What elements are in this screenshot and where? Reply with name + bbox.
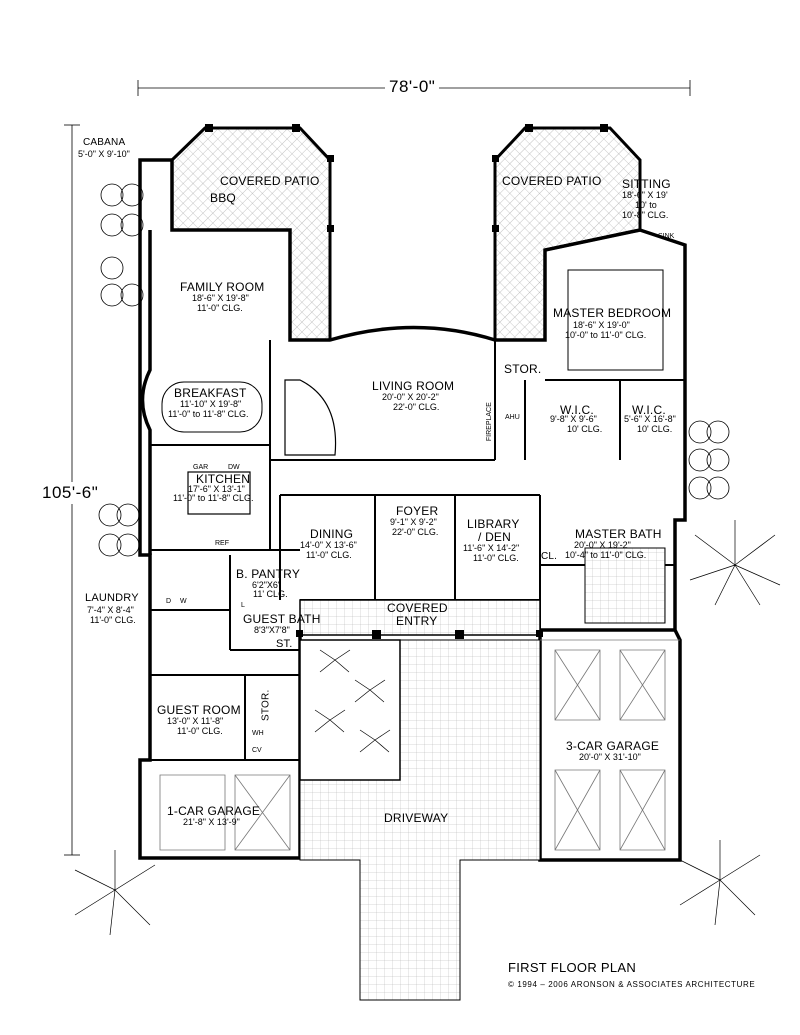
room-name-bbq: BBQ bbox=[210, 191, 236, 205]
fixture-gar: GAR bbox=[193, 464, 209, 471]
master-bath-floor bbox=[584, 547, 666, 624]
room-name-sitting: SITTING bbox=[622, 177, 671, 191]
room-dims-cabana: 5'-0" X 9'-10" bbox=[78, 149, 130, 159]
room-name-living-room: LIVING ROOM bbox=[372, 379, 455, 393]
room-clg-laundry: 11'-0" CLG. bbox=[90, 615, 136, 625]
room-name-covered-entry-2: ENTRY bbox=[396, 614, 438, 628]
fixture-sink: SINK bbox=[658, 233, 675, 240]
room-dims-wic-1: 9'-8" X 9'-6" bbox=[550, 414, 597, 424]
plan-title: FIRST FLOOR PLAN bbox=[508, 960, 637, 975]
room-clg-library: 11'-0" CLG. bbox=[473, 553, 519, 563]
fixture-cv: CV bbox=[252, 747, 262, 754]
fixture-dw: DW bbox=[228, 464, 240, 471]
room-name-cl: CL. bbox=[541, 551, 558, 562]
room-clg-foyer: 22'-0" CLG. bbox=[392, 527, 439, 537]
room-clg-wic-1: 10' CLG. bbox=[567, 424, 603, 434]
room-name-stor-master: STOR. bbox=[504, 362, 542, 376]
shrubs-right bbox=[688, 420, 730, 500]
shrubs-left bbox=[98, 183, 144, 557]
fixture-linen: L bbox=[241, 602, 245, 609]
master-bedroom-rug bbox=[567, 269, 664, 371]
garage-1-bays bbox=[159, 774, 291, 851]
room-name-kitchen: KITCHEN bbox=[196, 472, 251, 486]
room-dims-1-car-garage: 21'-8" X 13'-9" bbox=[183, 817, 240, 827]
room-clg-sitting-1: 10' to bbox=[635, 200, 657, 210]
room-name-guest-bath: GUEST BATH bbox=[243, 612, 321, 626]
room-dims-family-room: 18'-6" X 19'-8" bbox=[192, 293, 249, 303]
room-name-dining: DINING bbox=[310, 527, 354, 541]
room-clg-living-room: 22'-0" CLG. bbox=[393, 402, 440, 412]
room-clg-master-bedroom: 10'-0" to 11'-0" CLG. bbox=[565, 330, 647, 340]
interior-walls bbox=[150, 340, 685, 761]
breakfast-table bbox=[161, 381, 263, 433]
room-name-covered-patio-right: COVERED PATIO bbox=[502, 174, 602, 188]
room-name-breakfast: BREAKFAST bbox=[174, 386, 247, 400]
room-name-covered-entry: COVERED bbox=[387, 601, 448, 615]
room-clg-dining: 11'-0" CLG. bbox=[306, 550, 352, 560]
room-clg-family-room: 11'-0" CLG. bbox=[197, 303, 243, 313]
room-name-library-2: / DEN bbox=[478, 530, 512, 544]
room-name-library: LIBRARY bbox=[467, 517, 520, 531]
room-clg-kitchen: 11'-0" to 11'-8" CLG. bbox=[173, 493, 254, 503]
fixture-ahu: AHU bbox=[505, 414, 520, 421]
room-clg-b-pantry: 11' CLG. bbox=[253, 589, 288, 599]
room-name-master-bath: MASTER BATH bbox=[575, 527, 662, 541]
covered-patio-left bbox=[170, 126, 332, 342]
room-name-master-bedroom: MASTER BEDROOM bbox=[553, 306, 672, 320]
room-name-stor-guest: STOR. bbox=[260, 689, 272, 721]
room-dims-foyer: 9'-1" X 9'-2" bbox=[390, 517, 437, 527]
room-dims-laundry: 7'-4" X 8'-4" bbox=[87, 605, 134, 615]
room-dims-dining: 14'-0" X 13'-6" bbox=[300, 540, 357, 550]
room-dims-3-car-garage: 20'-0" X 31'-10" bbox=[579, 752, 641, 762]
room-clg-breakfast: 11'-0" to 11'-8" CLG. bbox=[168, 409, 249, 419]
kitchen-island bbox=[187, 471, 251, 515]
room-dims-living-room: 20'-0" X 20'-2" bbox=[382, 392, 439, 402]
room-name-laundry: LAUNDRY bbox=[85, 592, 139, 604]
room-dims-breakfast: 11'-10" X 19'-8" bbox=[180, 399, 242, 409]
courtyard-planter bbox=[299, 639, 401, 781]
room-dims-wic-2: 5'-6" X 16'-8" bbox=[624, 414, 676, 424]
overall-depth-label: 105'-6" bbox=[42, 482, 99, 504]
room-name-guest-room: GUEST ROOM bbox=[157, 703, 241, 717]
stair bbox=[284, 379, 337, 456]
room-name-wic-1: W.I.C. bbox=[560, 403, 594, 417]
room-dims-library: 11'-6" X 14'-2" bbox=[463, 543, 520, 553]
room-name-covered-patio-left: COVERED PATIO bbox=[220, 174, 320, 188]
room-name-b-pantry: B. PANTRY bbox=[236, 567, 301, 581]
room-name-driveway: DRIVEWAY bbox=[384, 811, 449, 825]
room-clg-guest-room: 11'-0" CLG. bbox=[177, 726, 223, 736]
room-name-st: ST. bbox=[276, 638, 293, 650]
room-name-cabana: CABANA bbox=[83, 137, 126, 148]
fixture-fireplace: FIREPLACE bbox=[485, 402, 493, 442]
columns bbox=[205, 124, 608, 639]
room-clg-wic-2: 10' CLG. bbox=[637, 424, 673, 434]
room-dims-master-bath: 20'-0" X 19'-2" bbox=[574, 540, 631, 550]
fixture-wh: WH bbox=[252, 730, 264, 737]
room-clg-master-bath: 10'-4" to 11'-0" CLG. bbox=[565, 550, 647, 560]
room-name-1-car-garage: 1-CAR GARAGE bbox=[167, 804, 261, 818]
fixture-dryer: D bbox=[166, 598, 172, 605]
room-dims-master-bedroom: 18'-6" X 19'-0" bbox=[573, 320, 630, 330]
fixture-ref: REF bbox=[215, 540, 229, 547]
room-dims-sitting: 18'-6" X 19' bbox=[622, 190, 668, 200]
tropical-plants bbox=[74, 520, 781, 936]
room-name-3-car-garage: 3-CAR GARAGE bbox=[566, 739, 660, 753]
room-name-foyer: FOYER bbox=[396, 504, 439, 518]
overall-width-label: 78'-0" bbox=[385, 78, 440, 96]
garage-3-bays bbox=[540, 639, 680, 851]
fixture-washer: W bbox=[180, 598, 187, 605]
room-dims-kitchen: 17'-6" X 13'-1" bbox=[188, 484, 245, 494]
room-dims-guest-room: 13'-0" X 11'-8" bbox=[167, 716, 224, 726]
room-dims-b-pantry: 6'2"X6' bbox=[252, 580, 280, 590]
covered-entry-paving bbox=[299, 599, 541, 636]
room-name-wic-2: W.I.C. bbox=[632, 403, 666, 417]
room-clg-sitting-2: 10'-8" CLG. bbox=[622, 210, 669, 220]
room-name-family-room: FAMILY ROOM bbox=[180, 280, 265, 294]
room-dims-guest-bath: 8'3"X7'8" bbox=[254, 625, 290, 635]
copyright: © 1994 – 2006 ARONSON & ASSOCIATES ARCHI… bbox=[508, 980, 756, 989]
